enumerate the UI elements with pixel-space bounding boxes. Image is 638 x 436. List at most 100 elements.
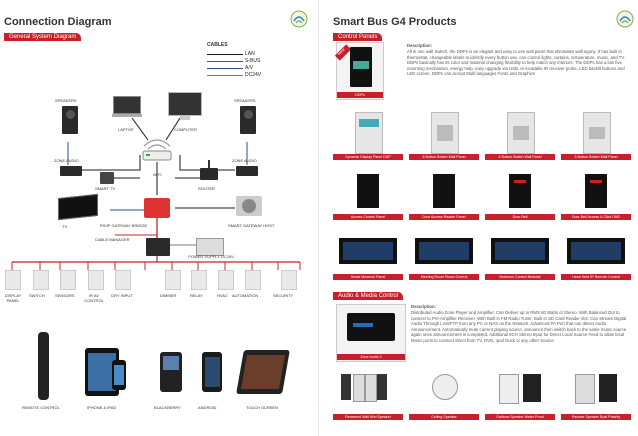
cable-manager-image (146, 238, 170, 256)
smart-tv-box (100, 172, 114, 184)
product-outdoor-speaker: Outdoor Speaker Water Proof (485, 368, 555, 422)
legend-title: CABLES (207, 42, 228, 48)
caption-access-control: Access Control Panel (333, 214, 403, 220)
caption-bedroom-control: Bedroom Control Bedside (485, 274, 555, 280)
caption-door-bell: Door Bell (485, 214, 555, 220)
device-security (281, 270, 297, 290)
caption-door-bell-dnd: Door Bell Access & Click DND (561, 214, 631, 220)
product-4-button: 4 Button Switch Wall Panel (485, 110, 555, 162)
legend-line-av (207, 68, 243, 70)
device-sensors (60, 270, 76, 290)
wifi-router-image (140, 138, 174, 162)
client-label-blackberry: BLACKBERRY (154, 405, 181, 410)
ddp-caption: DDPs (337, 92, 383, 98)
control-description-title: Description: (407, 43, 433, 48)
device-label-ir-av: IR AV CONTROL (84, 293, 104, 303)
laptop-image (112, 96, 142, 120)
cable-legend: CABLES LAN S-BUS A/V DC24V (203, 42, 273, 84)
device-label-switch: SWITCH (29, 293, 45, 298)
caption-ddp: Dynamic Display Panel DDP (333, 154, 403, 160)
legend-line-lan (207, 54, 243, 56)
product-door-bell-dnd: Door Bell Access & Click DND (561, 170, 631, 222)
label-power-supply: POWER SUPPLY DC24V (188, 254, 234, 259)
client-label-android: ANDROID (198, 405, 217, 410)
zone-audio-device (347, 313, 395, 341)
gateway-host-image (236, 196, 262, 216)
product-door-bell: Door Bell (485, 170, 555, 222)
device-display-panel (5, 270, 21, 290)
router-box (200, 160, 218, 180)
device-label-sensors: SENSORS (55, 293, 75, 298)
caption-6-button: 6 Button Switch Wall Panel (409, 154, 479, 160)
device-images-row (0, 270, 318, 290)
device-label-dimmer: DIMMER (160, 293, 177, 298)
right-page-title: Smart Bus G4 Products (333, 16, 457, 28)
speaker-right (240, 106, 256, 134)
legend-label-dc24v: DC24V (245, 72, 262, 78)
label-laptop: LAPTOP (118, 127, 134, 132)
caption-4-button: 4 Button Switch Wall Panel (485, 154, 555, 160)
logo-right (616, 10, 634, 28)
client-label-touch-screen: TOUCH SCREEN (246, 405, 278, 410)
zone-audio-caption: Zone Audio 2 (337, 354, 405, 360)
legend-line-sbus (207, 61, 243, 63)
device-label-automation: AUTOMATION (232, 293, 259, 298)
caption-meeting-room: Meeting Room Room Control (409, 274, 479, 280)
product-3-button: 3 Button Switch Wall Panel (561, 110, 631, 162)
label-computer: COMPUTER (174, 127, 197, 132)
power-supply-image (196, 238, 224, 256)
left-page: Connection Diagram General System Diagra… (0, 0, 318, 436)
audio-description-title: Description: (411, 304, 437, 309)
product-ir-remote: Hand Held IR Remote Control (561, 230, 631, 282)
device-label-display-panel: DISPLAY PANEL (4, 293, 22, 303)
device-switch (33, 270, 49, 290)
product-smart-museum: Smart Museum Panel (333, 230, 403, 282)
device-label-security: SECURITY (273, 293, 294, 298)
ddp-showcase: New DDPs (334, 42, 384, 100)
caption-wall-speaker: Recessed Wall Mini Speaker (333, 414, 403, 420)
touch-screen-image (236, 350, 290, 394)
label-tv: TV (62, 224, 68, 229)
android-image (202, 352, 222, 392)
label-zone-audio-right: ZONE AUDIO (232, 158, 257, 163)
legend-label-av: A/V (245, 65, 254, 71)
gateway-bridge-image (144, 198, 170, 218)
product-6-button: 6 Button Switch Wall Panel (409, 110, 479, 162)
label-speakers-left: SPEAKERS (55, 98, 77, 103)
label-speakers-right: SPEAKERS (234, 98, 256, 103)
label-wifi: WIFI (153, 172, 162, 177)
client-label-iphone-ipad: IPHONE & IPAD (87, 405, 117, 410)
ddp-device (350, 47, 372, 87)
label-smart-gateway-host: SMART GATEWAY HOST (228, 223, 275, 228)
blackberry-image (160, 352, 182, 392)
device-automation (245, 270, 261, 290)
device-label-hvac: HVAC (217, 293, 228, 298)
audio-description: Distributed Audio Zone Player and Amplif… (411, 310, 627, 343)
caption-door-reader: Door Access Reader Panel (409, 214, 479, 220)
control-row-3: Smart Museum Panel Meeting Room Room Con… (333, 230, 633, 282)
product-access-control: Access Control Panel (333, 170, 403, 222)
product-wall-speaker: Recessed Wall Mini Speaker (333, 368, 403, 422)
control-description: All in one wall Switch; the DDPs is an e… (407, 49, 626, 77)
device-relay (191, 270, 207, 290)
product-passive-speaker: Passive Speaker Dual Polarity (561, 368, 631, 422)
product-door-reader: Door Access Reader Panel (409, 170, 479, 222)
control-row-2: Access Control Panel Door Access Reader … (333, 170, 633, 222)
section-header-audio: Audio & Media Control (333, 292, 404, 300)
label-rs-ip-gateway: RS/IP GATEWAY BRIDGE (100, 223, 148, 228)
caption-ceiling-speaker: Ceiling Speaker (409, 414, 479, 420)
product-ddp: Dynamic Display Panel DDP (333, 110, 403, 162)
label-zone-audio-left: ZONE AUDIO (54, 158, 79, 163)
label-smart-tv: SMART TV (95, 186, 116, 191)
zone-audio-left (60, 166, 82, 176)
device-hvac (218, 270, 234, 290)
remote-control-image (38, 332, 49, 400)
caption-3-button: 3 Button Switch Wall Panel (561, 154, 631, 160)
tv-image (58, 193, 98, 221)
control-row-1: Dynamic Display Panel DDP 6 Button Switc… (333, 110, 633, 162)
page-divider (318, 0, 319, 436)
legend-label-sbus: S-BUS (245, 58, 261, 64)
left-page-title: Connection Diagram (4, 16, 112, 28)
logo (290, 10, 308, 28)
zone-audio-showcase: Zone Audio 2 (336, 304, 406, 362)
